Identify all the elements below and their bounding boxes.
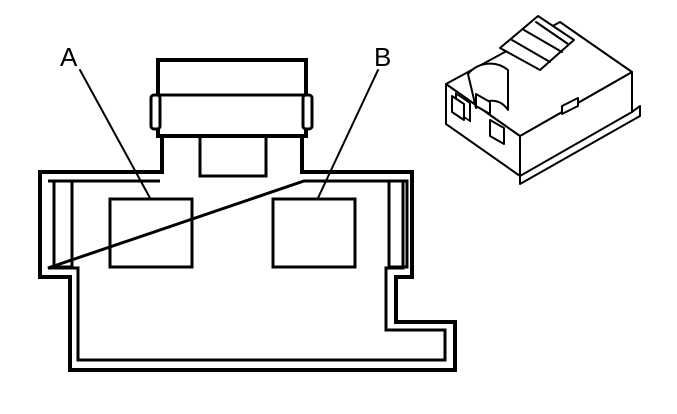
connector-isometric-view [445,15,641,185]
terminal-cavity-b [271,197,357,269]
right-latch-rail [387,179,409,269]
terminal-label-a: A [60,42,78,72]
locking-tab-left-lip [149,93,162,131]
iso-latch-ridge [499,15,575,71]
leader-line-b [317,69,379,199]
iso-base-skirt [519,105,641,185]
terminal-label-b: B [374,42,391,72]
connector-body-outline [38,134,457,372]
locking-tab-right-lip [301,93,314,131]
left-latch-rail [52,179,74,269]
connector-face-view: A B [38,42,457,372]
iso-latch-ridge-lines [511,21,569,63]
iso-cavity-lower [489,119,505,145]
center-key-slot [198,136,268,178]
connector-body-inner-outline [47,179,447,362]
iso-cavity-mid [475,93,491,115]
iso-side-slot [561,97,579,115]
iso-cavity-left [451,95,465,121]
terminal-cavity-a [108,197,194,269]
locking-tab-top [156,58,308,138]
leader-line-a [79,69,151,199]
